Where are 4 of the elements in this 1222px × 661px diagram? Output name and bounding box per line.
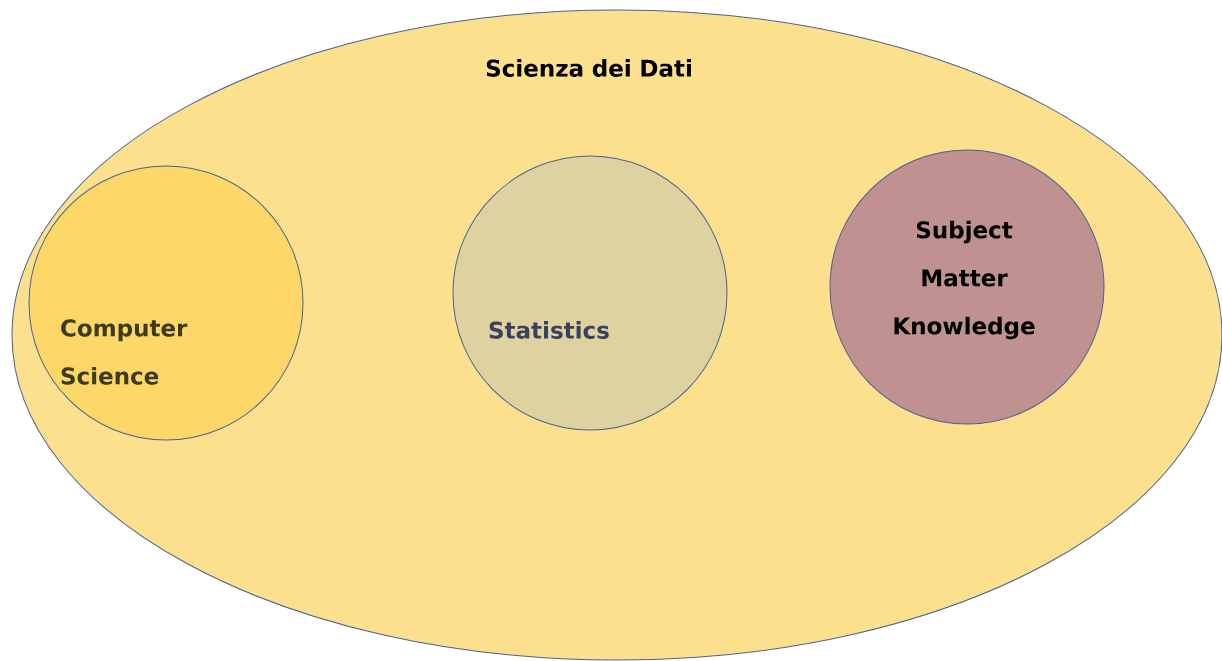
circle-label: Subject Matter Knowledge [894, 220, 1035, 340]
circle-label: Statistics [489, 321, 609, 339]
title: Scienza dei Dati [486, 59, 691, 77]
circle-label: Computer Science [61, 319, 188, 385]
